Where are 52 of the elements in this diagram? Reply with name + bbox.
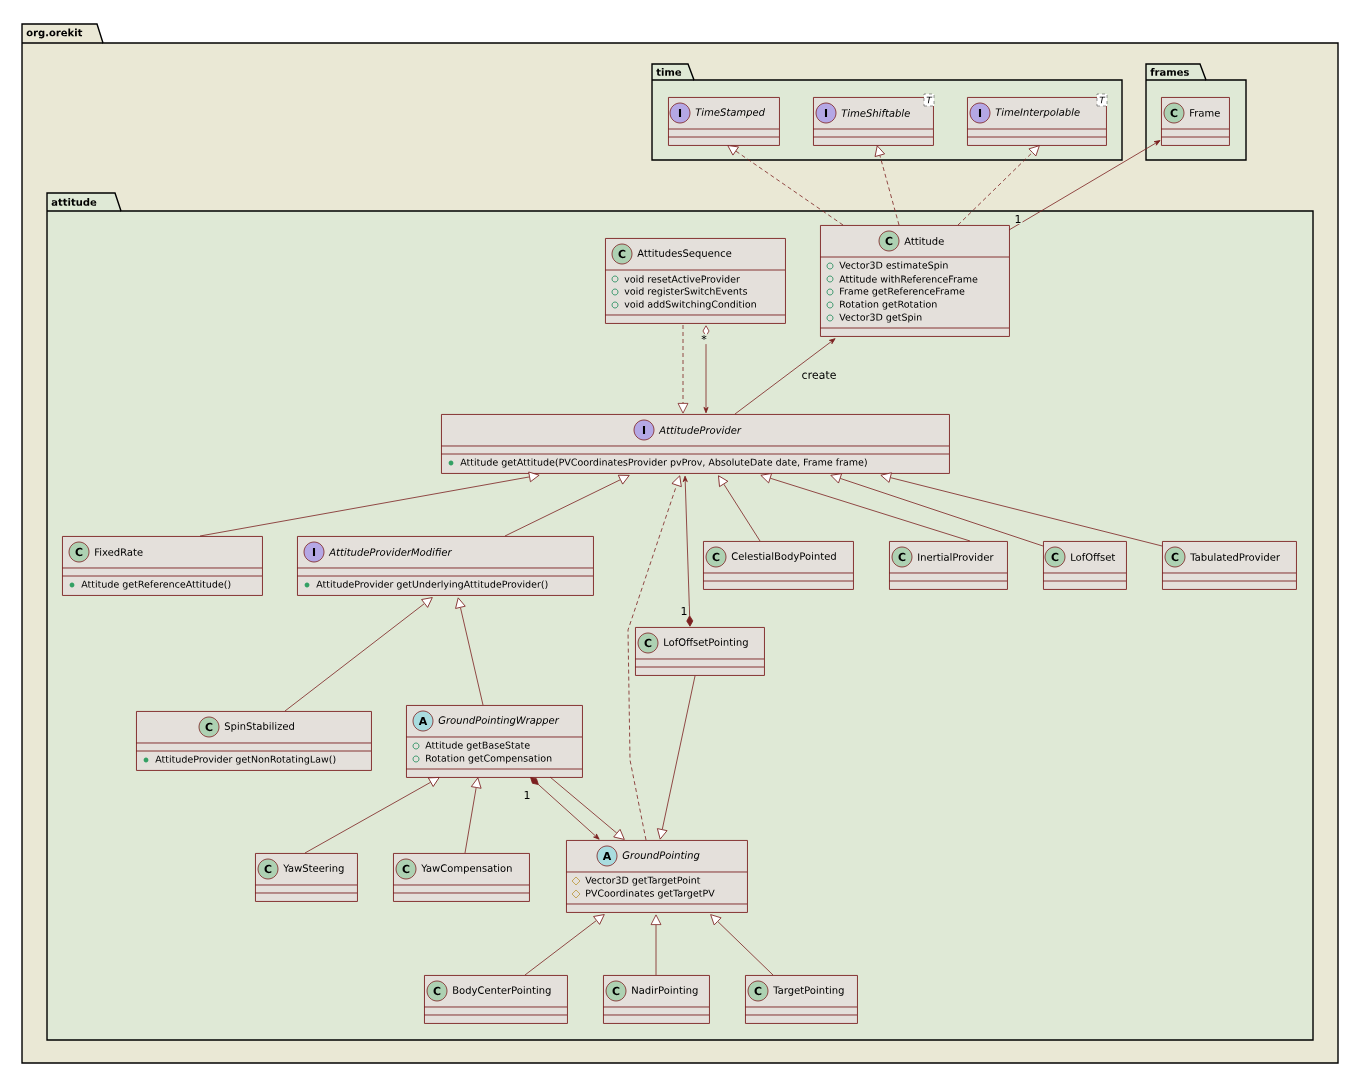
- edge-label: create: [800, 370, 838, 380]
- class-box: I TimeStamped: [667, 97, 780, 146]
- class-box: I TimeInterpolable T: [966, 93, 1108, 146]
- arrow: [874, 145, 900, 226]
- class-box: I TimeShiftable T: [812, 93, 935, 146]
- arrow: [549, 776, 625, 840]
- class-box: C FixedRate Attitude getReferenceAttitude(): [61, 536, 263, 596]
- class-box: C NadirPointing: [602, 975, 710, 1024]
- arrow: [830, 473, 1044, 547]
- class-box: C LofOffset: [1042, 541, 1127, 590]
- class-box: C LofOffsetPointing: [634, 627, 765, 676]
- class-box: I AttitudeProvider Attitude getAttitude(PVCoordinatesProvider pvProv, AbsoluteDate date, Frame frame): [440, 414, 950, 474]
- arrow: [284, 597, 433, 712]
- arrow: [1008, 140, 1161, 231]
- class-box: C YawCompensation: [392, 853, 530, 902]
- arrow: [524, 914, 605, 976]
- arrow: [464, 777, 482, 854]
- arrow: [682, 475, 694, 627]
- arrow: [657, 675, 696, 840]
- class-box: C BodyCenterPointing: [423, 975, 568, 1024]
- class-box: C TabulatedProvider: [1161, 541, 1297, 590]
- arrow: [650, 914, 662, 976]
- arrow: [304, 777, 440, 854]
- arrow: [455, 597, 484, 706]
- arrow: [760, 473, 971, 542]
- arrow: [199, 471, 540, 537]
- arrow: [677, 324, 689, 414]
- class-box: I AttitudeProviderModifier AttitudeProvider getUnderlyingAttitudeProvider(): [296, 536, 594, 596]
- class-box: C AttitudesSequence void resetActiveProvider void registerSwitchEvents void addSwitchingCondition: [604, 238, 786, 324]
- edge-label: 1: [679, 606, 689, 616]
- class-box: C YawSteering: [254, 853, 358, 902]
- class-box: A GroundPointing Vector3D getTargetPoint PVCoordinates getTargetPV: [565, 840, 748, 913]
- arrow: [702, 325, 710, 414]
- arrow: [710, 914, 774, 976]
- class-box: C SpinStabilized AttitudeProvider getNonRotatingLaw(): [135, 711, 372, 771]
- arrow: [880, 472, 1163, 547]
- edge-label: 1: [522, 790, 532, 800]
- edge-label: 1: [1013, 214, 1023, 224]
- arrow: [504, 474, 630, 537]
- arrow: [718, 475, 761, 542]
- arrow: [727, 145, 844, 226]
- arrow: [734, 338, 836, 415]
- class-box: C InertialProvider: [888, 541, 1008, 590]
- edge-label: *: [700, 333, 708, 345]
- class-box: C CelestialBodyPointed: [702, 541, 854, 590]
- class-box: C Attitude Vector3D estimateSpin Attitude withReferenceFrame Frame getReferenceFrame Rotation getRotation Vector3D getSpin: [819, 225, 1010, 337]
- class-box: C Frame: [1160, 97, 1230, 146]
- arrow: [530, 777, 600, 840]
- class-box: A GroundPointingWrapper Attitude getBaseState Rotation getCompensation: [405, 705, 583, 778]
- class-box: C TargetPointing: [744, 975, 858, 1024]
- arrow: [957, 145, 1040, 226]
- arrow: [627, 475, 682, 841]
